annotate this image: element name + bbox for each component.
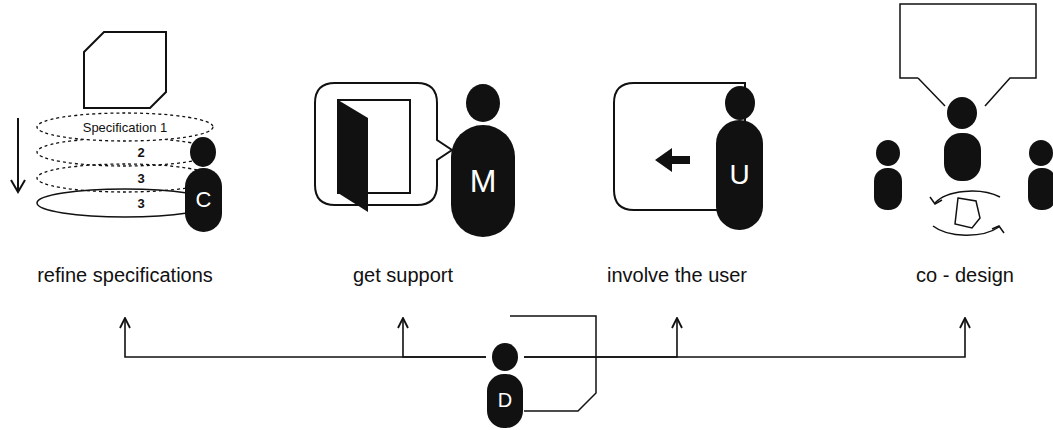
document-shape [84,32,166,108]
person-body [874,168,902,210]
person-head [725,86,755,120]
spec-ring [37,138,213,166]
person-body [1028,168,1053,210]
speech-box [315,83,452,205]
cycle-arrowhead [930,197,942,204]
co-design-icon [874,4,1053,235]
person-head [190,137,216,167]
person-head [1029,140,1053,166]
version-number: 2 [137,145,144,160]
activity-label-box: get support [348,262,458,318]
shared-document [955,198,980,228]
version-number: 3 [137,171,144,186]
cycle-arrowhead [992,226,1004,233]
connector-arrow [524,318,965,357]
person-head [466,84,500,122]
activity-label: get support [353,263,453,287]
activity-label: involve the user [607,263,747,287]
activity-label: co - design [916,263,1014,287]
connector-arrow [524,318,677,357]
activity-label-box: refine specifications [32,262,218,318]
door [338,100,368,212]
connector-arrow [403,318,486,357]
person-figure: M [451,125,515,237]
left-arrow [655,148,690,172]
person-head [876,140,900,166]
version-number: 3 [137,196,144,211]
down-arrow-head [11,180,25,192]
person-head [947,97,977,129]
down-arrow [17,118,19,190]
specification-label: Specification 1 [83,120,168,135]
designer-silhouette [486,343,524,429]
activity-label-box: co - design [911,262,1019,318]
connector-arrow [125,318,486,357]
spec-ring [37,113,213,141]
activity-label-box: involve the user [602,262,752,318]
designer-figure: D [486,343,524,429]
activity-label: refine specifications [37,263,213,287]
speech-bubble [900,4,1036,106]
person-letter: M [470,165,497,197]
person-body [944,133,981,181]
person-figure: U [716,120,763,230]
person-letter: U [729,161,749,189]
cycle-arc [933,226,999,235]
person-figure: C [185,168,222,232]
person-letter: C [196,189,212,211]
person-letter: D [486,388,524,412]
